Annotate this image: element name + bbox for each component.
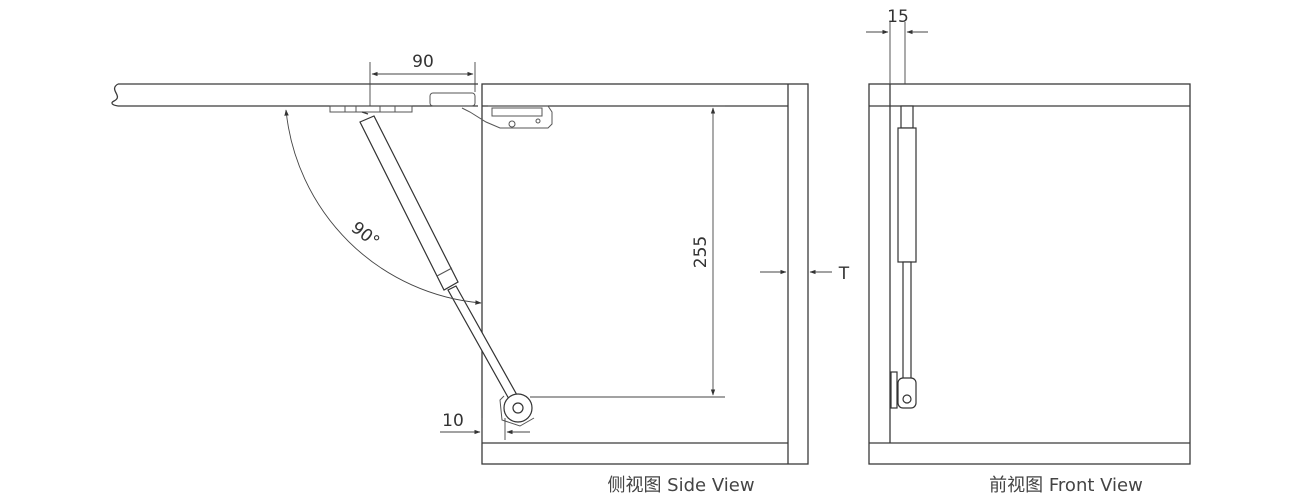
dimension-panel-thickness: T xyxy=(760,264,850,284)
dimension-strut-height: 255 xyxy=(530,105,725,398)
hinge-offset-label: 90 xyxy=(412,52,434,72)
front-cabinet-body xyxy=(868,83,1191,465)
lid-mounting-plate xyxy=(329,92,476,113)
opening-angle-label: 90° xyxy=(347,218,383,252)
dimension-hinge-offset: 90 xyxy=(369,52,476,106)
front-width-label: 15 xyxy=(887,7,909,27)
cabinet-body xyxy=(481,83,809,465)
side-view-caption: 侧视图 Side View xyxy=(607,475,754,496)
front-gas-strut xyxy=(890,105,917,409)
hinge-mechanism xyxy=(461,105,553,129)
bottom-offset-label: 10 xyxy=(442,411,464,431)
side-view: 90 255 10 T 90° 侧视图 Side View xyxy=(111,52,850,496)
dimension-bottom-offset: 10 xyxy=(440,411,530,443)
opened-lid xyxy=(111,83,478,107)
strut-height-label: 255 xyxy=(691,236,711,268)
dimension-front-width: 15 xyxy=(866,7,928,84)
panel-thickness-label: T xyxy=(838,264,850,284)
front-view: 15 前视图 Front View xyxy=(866,7,1191,496)
front-view-caption: 前视图 Front View xyxy=(989,475,1143,496)
gas-strut xyxy=(359,111,535,427)
